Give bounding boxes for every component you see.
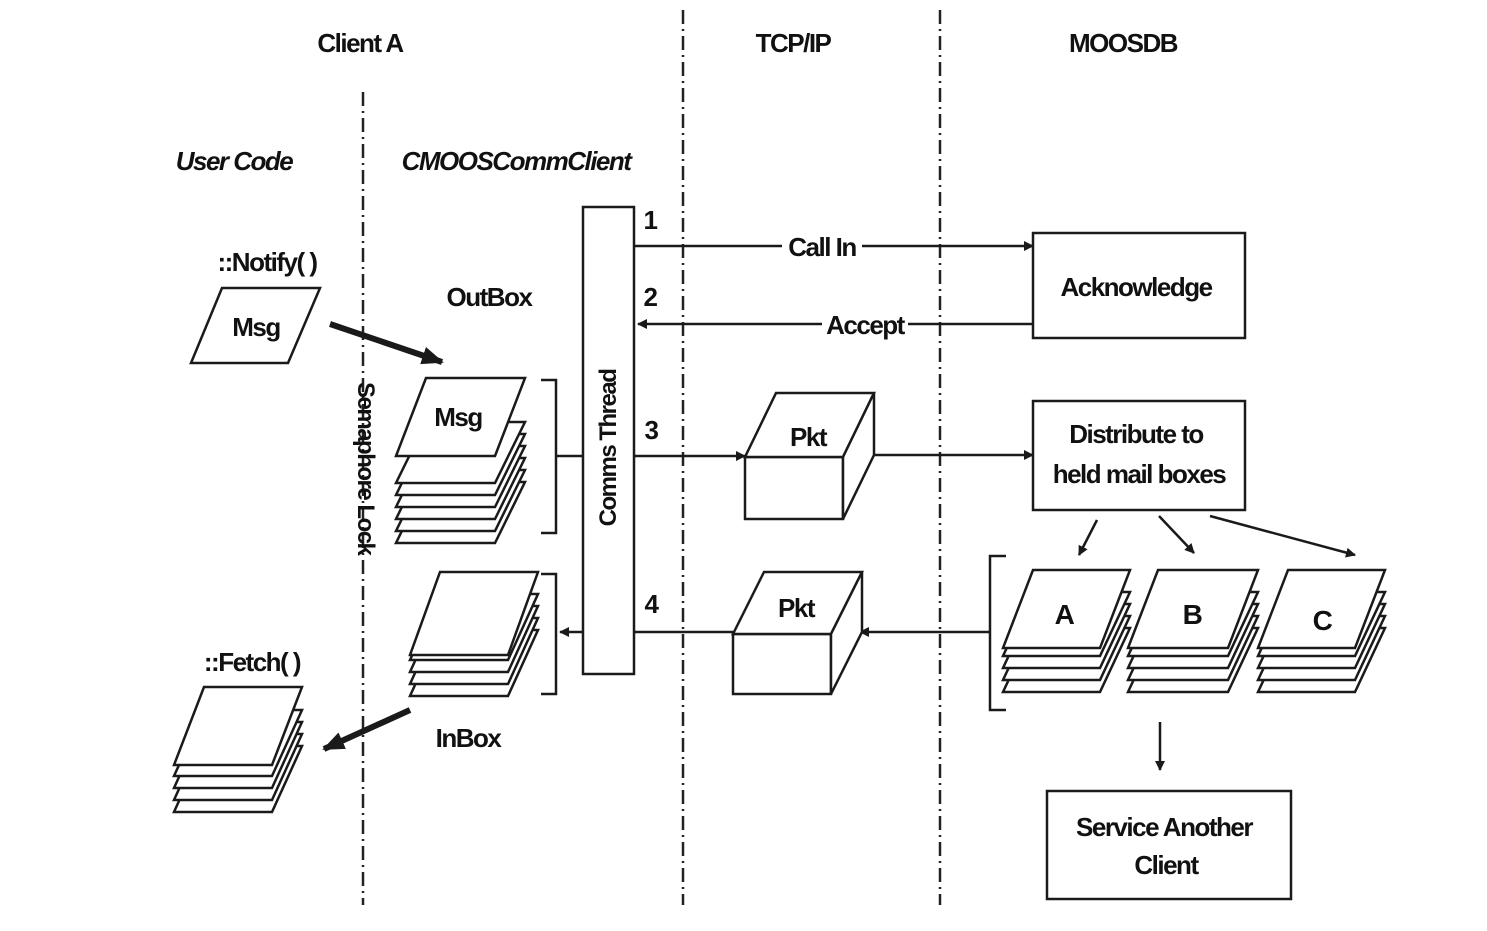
inbox-to-fetch-arrow bbox=[322, 707, 412, 752]
semaphore-lock-label: Semaphore Lock bbox=[352, 382, 379, 557]
step-3: 3 bbox=[645, 415, 659, 445]
notify-to-outbox-arrow bbox=[329, 321, 444, 365]
inbox-bracket bbox=[541, 572, 558, 696]
service-label-line2: Client bbox=[1134, 850, 1199, 880]
fetch-label: ::Fetch( ) bbox=[204, 647, 301, 677]
comms-thread-bar bbox=[581, 205, 636, 676]
outbox-msg-label: Msg bbox=[434, 402, 482, 432]
outbox-bracket bbox=[541, 378, 558, 535]
pkt-in: Pkt bbox=[730, 570, 865, 696]
service-box bbox=[1045, 789, 1293, 901]
step-1: 1 bbox=[644, 205, 658, 235]
pkt-out-label: Pkt bbox=[790, 422, 828, 452]
notify-msg-card: Msg bbox=[189, 286, 322, 365]
service-label-line1: Service Another bbox=[1076, 812, 1253, 842]
mailbox-a-label: A bbox=[1055, 599, 1075, 630]
fetch-stack bbox=[172, 685, 304, 814]
outbox-label: OutBox bbox=[447, 282, 534, 312]
mailbox-b: B bbox=[1126, 568, 1260, 694]
inbox-stack bbox=[408, 570, 540, 698]
header-tcpip: TCP/IP bbox=[756, 28, 832, 58]
header-moosdb: MOOSDB bbox=[1069, 28, 1178, 58]
acknowledge-box bbox=[1031, 231, 1247, 340]
distribute-box bbox=[1031, 399, 1247, 512]
step-4: 4 bbox=[645, 589, 660, 619]
header-comm-client: CMOOSCommClient bbox=[402, 146, 634, 176]
inbox-label: InBox bbox=[436, 723, 503, 753]
mailbox-c-label: C bbox=[1313, 605, 1333, 636]
mailbox-bracket bbox=[988, 554, 1006, 712]
header-client-a: Client A bbox=[317, 28, 404, 58]
mailbox-b-label: B bbox=[1183, 599, 1202, 630]
pkt-out: Pkt bbox=[743, 391, 876, 521]
call-in-label: Call In bbox=[788, 232, 856, 262]
pkt-in-label: Pkt bbox=[778, 593, 816, 623]
distribute-to-c-arrow bbox=[1209, 514, 1356, 558]
outbox-stack: Msg bbox=[393, 376, 528, 545]
step-2: 2 bbox=[644, 282, 658, 312]
distribute-to-b-arrow bbox=[1158, 515, 1195, 554]
accept-label: Accept bbox=[826, 310, 906, 340]
mailbox-c: C bbox=[1256, 568, 1387, 694]
notify-label: ::Notify( ) bbox=[217, 247, 317, 277]
distribute-label-line1: Distribute to bbox=[1069, 419, 1203, 449]
acknowledge-label: Acknowledge bbox=[1060, 272, 1212, 302]
distribute-label-line2: held mail boxes bbox=[1053, 459, 1227, 489]
notify-msg-label: Msg bbox=[232, 312, 280, 342]
mailbox-a: A bbox=[1001, 568, 1132, 694]
comms-thread-label: Comms Thread bbox=[595, 369, 622, 527]
header-user-code: User Code bbox=[176, 146, 294, 176]
distribute-to-a-arrow bbox=[1077, 519, 1099, 556]
